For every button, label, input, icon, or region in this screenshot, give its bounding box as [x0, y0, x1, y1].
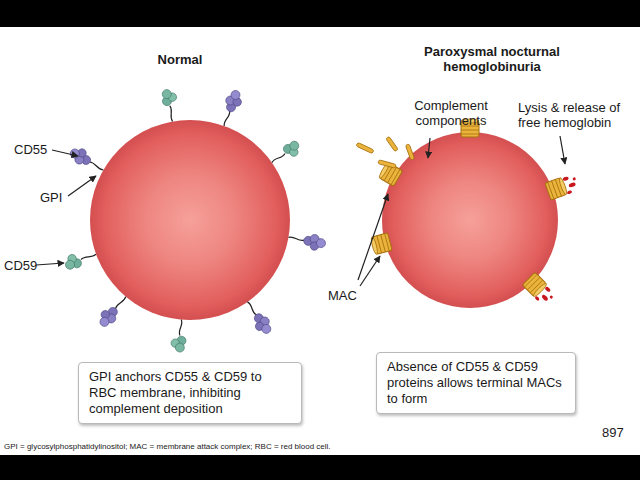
anchor-label: GPI — [40, 190, 70, 205]
text-box: GPI anchors CD55 & CD59 to RBC membrane,… — [78, 362, 302, 424]
complement-label: Complement components — [396, 98, 506, 128]
mac-label: MAC — [328, 288, 368, 303]
box-text: GPI anchors CD55 & CD59 to RBC membrane,… — [89, 369, 291, 417]
footnote: GPI = glycosylphosphatidylinositol; MAC … — [4, 442, 331, 452]
panel-heading: Paroxysmal nocturnal hemoglobinuria — [412, 44, 572, 74]
protein-label: CD59 — [4, 258, 38, 273]
protein-label: CD55 — [14, 142, 54, 157]
lysis-label: Lysis & release of free hemoglobin — [518, 100, 636, 130]
page-number: 897 — [602, 425, 636, 440]
box-text: Absence of CD55 & CD59 proteins allows t… — [387, 359, 565, 407]
panel-heading: Normal — [120, 52, 240, 67]
text-box: Absence of CD55 & CD59 proteins allows t… — [376, 352, 576, 414]
